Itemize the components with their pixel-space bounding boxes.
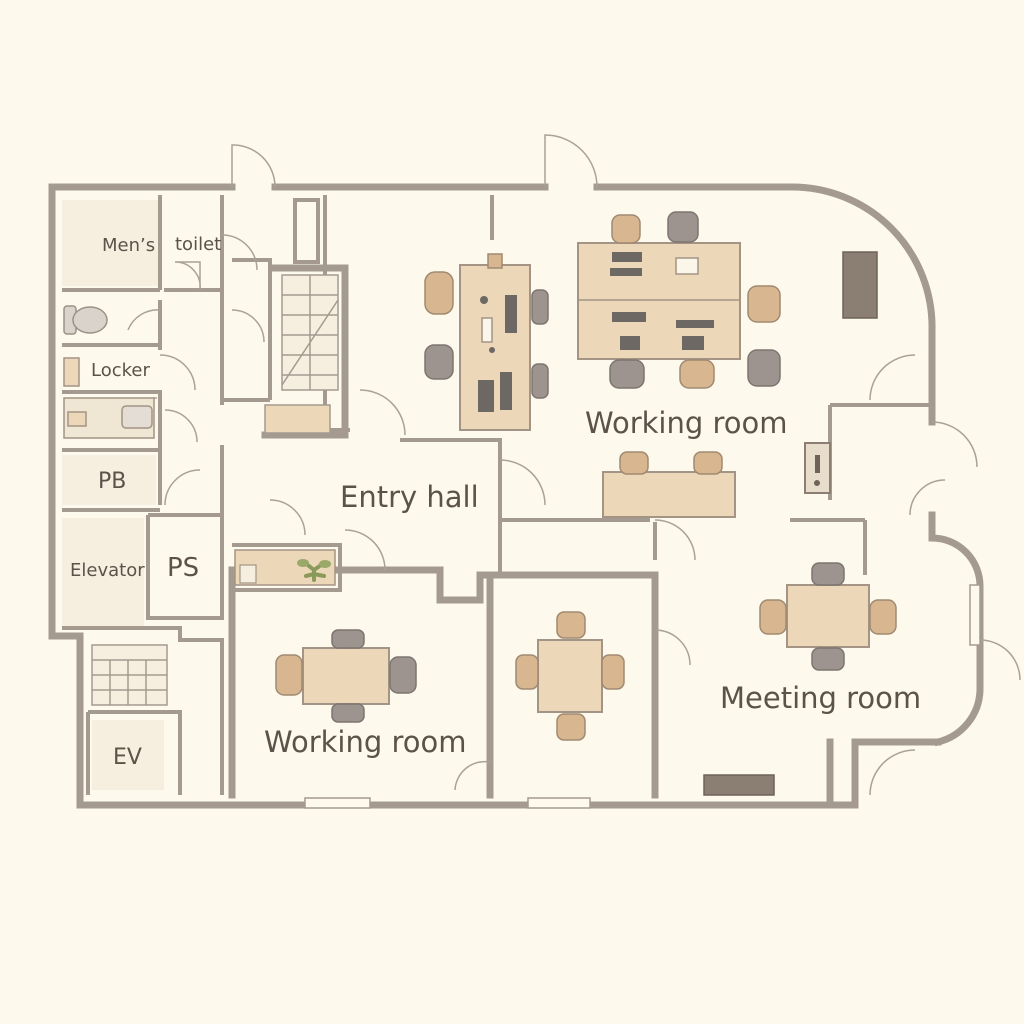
windows	[304, 584, 981, 809]
desk-cluster-left	[424, 253, 549, 431]
plant-icon	[297, 559, 331, 582]
door-swing-icon	[164, 469, 201, 506]
locker-cabinet	[63, 357, 80, 387]
extinguisher-panel	[804, 442, 831, 494]
door-swing-icon	[909, 479, 946, 516]
door-swing-icon	[499, 459, 546, 506]
working-table-bottom	[275, 629, 417, 723]
door-swing-icon	[869, 749, 916, 796]
door-swing-icon	[544, 134, 598, 188]
room-label-toilet: toilet	[175, 234, 221, 255]
door-swing-icon	[654, 629, 691, 666]
door-swing-icon	[454, 760, 491, 791]
room-label-meeting-room: Meeting room	[720, 681, 921, 715]
door-swing-icon	[221, 234, 258, 271]
sideboard	[703, 774, 775, 796]
elevator-room-fill	[62, 518, 144, 628]
stairs-icon	[91, 644, 168, 706]
room-label-locker: Locker	[91, 360, 150, 381]
sink-counter	[63, 397, 155, 439]
counter-bench	[602, 451, 736, 518]
room-label-working-room-bottom: Working room	[264, 725, 467, 759]
door-swing-icon	[231, 309, 265, 343]
room-label-ps: PS	[167, 553, 199, 583]
room-label-entry-hall: Entry hall	[340, 480, 479, 514]
room-label-mens: Men’s	[102, 235, 155, 256]
door-swing-icon	[127, 309, 161, 331]
room-label-working-room-top: Working room	[585, 406, 788, 440]
door-swing-icon	[869, 354, 916, 401]
pb-room-fill	[62, 455, 156, 505]
mens-room-fill	[62, 200, 158, 286]
door-swing-icon	[979, 639, 1021, 681]
door-swing-icon	[231, 144, 276, 188]
room-label-pb: PB	[98, 469, 126, 494]
ev-room-fill	[92, 720, 164, 790]
door-swing-icon	[359, 389, 406, 436]
door-swing-icon	[164, 409, 198, 443]
small-meeting-table	[515, 611, 625, 741]
meeting-table	[759, 562, 897, 671]
stairs-icon	[264, 274, 339, 434]
door-swing-icon	[654, 519, 696, 561]
shelf-box	[239, 564, 257, 584]
door-swing-icon	[174, 261, 201, 291]
door-swing-icon	[931, 421, 978, 468]
room-label-elevator: Elevator	[70, 560, 145, 581]
room-label-ev: EV	[113, 745, 142, 770]
desk-cluster-right	[577, 211, 781, 389]
door-swing-icon	[159, 354, 196, 391]
door-swing-icon	[344, 529, 386, 571]
toilet-fixture	[63, 305, 108, 335]
cabinet	[842, 251, 878, 319]
interior-walls	[62, 195, 930, 809]
door-swing-icon	[269, 499, 306, 536]
door-swings	[124, 134, 1021, 796]
